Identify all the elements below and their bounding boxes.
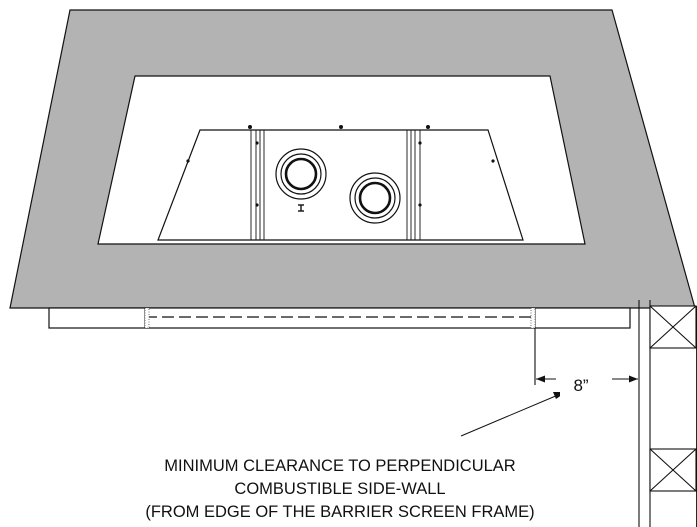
clearance-caption: MINIMUM CLEARANCE TO PERPENDICULAR COMBU…	[80, 455, 600, 524]
vent-port-right	[349, 172, 401, 224]
fastener-dots	[186, 125, 495, 207]
arrowhead-left	[536, 375, 545, 383]
side-wall	[638, 300, 697, 527]
caption-line-1: MINIMUM CLEARANCE TO PERPENDICULAR	[164, 457, 516, 475]
clearance-dimension-label: 8”	[560, 376, 602, 396]
arrowhead-right	[629, 375, 638, 383]
firebox-outline	[157, 129, 524, 241]
wall-stud-lower	[649, 448, 697, 492]
leader-arrow	[460, 392, 566, 437]
vent-port-left	[275, 148, 327, 200]
firebox	[157, 125, 524, 241]
left-frame-channel	[250, 130, 265, 240]
wall-stud-upper	[649, 305, 697, 349]
clearance-dimension	[534, 328, 638, 385]
caption-line-3: (FROM EDGE OF THE BARRIER SCREEN FRAME)	[145, 503, 535, 521]
right-frame-channel	[406, 130, 421, 240]
small-bracket	[298, 204, 304, 212]
barrier-screen-frame	[48, 307, 631, 329]
caption-line-2: COMBUSTIBLE SIDE-WALL	[234, 480, 446, 498]
